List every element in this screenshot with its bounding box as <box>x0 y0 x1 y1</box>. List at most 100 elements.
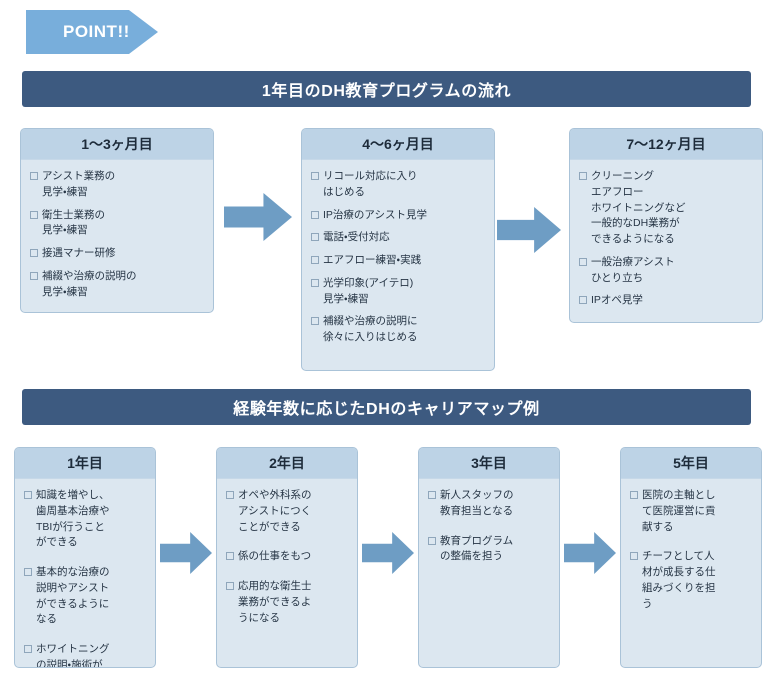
checklist-item: 医院の主軸とし て医院運営に貢 献する <box>630 488 753 535</box>
checklist-item: 基本的な治療の 説明やアシスト ができるように なる <box>24 565 147 628</box>
checkbox-icon[interactable] <box>311 233 319 242</box>
checklist-item-text: IP治療のアシスト見学 <box>323 208 428 221</box>
checkbox-icon[interactable] <box>24 645 32 653</box>
flow-box-months-7-12: 7〜12ヶ月目 クリーニング エアフロー ホワイトニングなど 一般的なDH業務が… <box>569 128 763 323</box>
checklist-item-text: 光学印象(アイテロ) 見学・練習 <box>323 276 414 305</box>
checklist-item-text: IPオペ見学 <box>591 294 643 307</box>
checklist-item: 衛生士業務の 見学・練習 <box>30 208 205 240</box>
checklist-item: リコール対応に入り はじめる <box>311 169 486 201</box>
checklist-item: 補綴や治療の説明に 徐々に入りはじめる <box>311 314 486 346</box>
checkbox-icon[interactable] <box>579 257 587 266</box>
point-banner-label: POINT!! <box>63 22 130 41</box>
checklist-item-text: リコール対応に入り はじめる <box>323 170 418 198</box>
checklist-item: 一般治療アシスト ひとり立ち <box>579 255 754 287</box>
checklist-item-text: チーフとして人 材が成長する仕 組みづくりを担 う <box>642 550 716 610</box>
flow-box-header-label: 5年目 <box>673 455 709 471</box>
arrow-right-icon <box>497 207 561 253</box>
checklist-item: エアフロー練習・実践 <box>311 253 486 269</box>
checklist-item-text: 補綴や治療の説明に 徐々に入りはじめる <box>323 315 418 343</box>
checkbox-icon[interactable] <box>30 249 38 257</box>
checklist-item-text: クリーニング エアフロー ホワイトニングなど 一般的なDH業務が できるようにな… <box>591 170 686 245</box>
flow-box-year-1: 1年目 知識を増やし、 歯周基本治療や TBIが行うこと ができる 基本的な治療… <box>14 447 156 668</box>
checkbox-icon[interactable] <box>30 271 38 280</box>
flow-box-header-label: 7〜12ヶ月目 <box>626 136 706 152</box>
checklist-item: ホワイトニング の説明・施術が できる <box>24 642 147 668</box>
checkbox-icon[interactable] <box>226 582 234 590</box>
checkbox-icon[interactable] <box>579 296 587 305</box>
flow-box-header: 1〜3ヶ月目 <box>21 129 213 160</box>
checklist-item: 補綴や治療の説明の 見学・練習 <box>30 269 205 301</box>
checkbox-icon[interactable] <box>579 172 587 180</box>
checklist-item: 教育プログラム の整備を担う <box>428 534 551 566</box>
checklist-item: 電話・受付対応 <box>311 230 486 246</box>
flow-box-header: 5年目 <box>621 448 761 479</box>
checkbox-icon[interactable] <box>30 172 38 180</box>
checklist-item-text: アシスト業務の 見学・練習 <box>42 170 116 198</box>
flow-box-year-2: 2年目 オペや外科系の アシストにつく ことができる 係の仕事をもつ 応用的な衛… <box>216 447 358 668</box>
checklist-item: 応用的な衛生士 業務ができるよ うになる <box>226 579 349 626</box>
flow-box-body: アシスト業務の 見学・練習 衛生士業務の 見学・練習 接遇マナー研修 補綴や治療… <box>21 160 213 308</box>
checklist-item-text: 医院の主軸とし て医院運営に貢 献する <box>642 489 716 533</box>
flow-box-header: 4〜6ヶ月目 <box>302 129 494 160</box>
flow-box-header-label: 3年目 <box>471 455 507 471</box>
checklist-item: 係の仕事をもつ <box>226 549 349 565</box>
flow-box-header-label: 2年目 <box>269 455 305 471</box>
checklist-item-text: 新人スタッフの 教育担当となる <box>440 489 514 517</box>
checklist-item: 新人スタッフの 教育担当となる <box>428 488 551 520</box>
checkbox-icon[interactable] <box>30 210 38 219</box>
checklist-item-text: ホワイトニング の説明・施術が できる <box>36 643 110 668</box>
arrow-right-icon <box>362 532 414 574</box>
checkbox-icon[interactable] <box>311 278 319 287</box>
flow-box-year-3: 3年目 新人スタッフの 教育担当となる 教育プログラム の整備を担う <box>418 447 560 668</box>
checkbox-icon[interactable] <box>311 210 319 219</box>
flow-box-header: 7〜12ヶ月目 <box>570 129 762 160</box>
checkbox-icon[interactable] <box>24 568 32 576</box>
flow-box-header: 1年目 <box>15 448 155 479</box>
checklist-item-text: 接遇マナー研修 <box>42 247 116 259</box>
checklist-item: クリーニング エアフロー ホワイトニングなど 一般的なDH業務が できるようにな… <box>579 169 754 248</box>
checklist-item-text: 知識を増やし、 歯周基本治療や TBIが行うこと ができる <box>36 489 110 549</box>
flow-box-header: 2年目 <box>217 448 357 479</box>
flow-box-year-5: 5年目 医院の主軸とし て医院運営に貢 献する チーフとして人 材が成長する仕 … <box>620 447 762 668</box>
flow-box-months-4-6: 4〜6ヶ月目 リコール対応に入り はじめる IP治療のアシスト見学 電話・受付対… <box>301 128 495 371</box>
checklist-item-text: エアフロー練習・実践 <box>323 254 422 266</box>
checkbox-icon[interactable] <box>311 317 319 326</box>
flow-box-header-label: 4〜6ヶ月目 <box>362 136 434 152</box>
flow-box-body: リコール対応に入り はじめる IP治療のアシスト見学 電話・受付対応 エアフロー… <box>302 160 494 354</box>
checklist-item: 接遇マナー研修 <box>30 246 205 262</box>
checklist-item-text: 衛生士業務の 見学・練習 <box>42 208 105 237</box>
checklist-item: オペや外科系の アシストにつく ことができる <box>226 488 349 535</box>
arrow-right-icon <box>564 532 616 574</box>
checklist-item: 知識を増やし、 歯周基本治療や TBIが行うこと ができる <box>24 488 147 551</box>
checkbox-icon[interactable] <box>630 491 638 499</box>
checkbox-icon[interactable] <box>226 552 234 561</box>
arrow-right-icon <box>224 193 292 241</box>
checkbox-icon[interactable] <box>24 491 32 499</box>
flow-box-months-1-3: 1〜3ヶ月目 アシスト業務の 見学・練習 衛生士業務の 見学・練習 接遇マナー研… <box>20 128 214 313</box>
checklist-item-text: 教育プログラム の整備を担う <box>440 534 514 563</box>
flow-box-header: 3年目 <box>419 448 559 479</box>
checkbox-icon[interactable] <box>428 536 436 545</box>
checkbox-icon[interactable] <box>428 491 436 499</box>
section-banner-career-map: 経験年数に応じたDHのキャリアマップ例 <box>22 389 751 425</box>
checkbox-icon[interactable] <box>311 172 319 180</box>
checklist-item-text: 補綴や治療の説明の 見学・練習 <box>42 269 137 298</box>
arrow-right-icon <box>160 532 212 574</box>
point-banner: POINT!! <box>26 10 158 54</box>
flow-box-body: 新人スタッフの 教育担当となる 教育プログラム の整備を担う <box>419 479 559 587</box>
section-banner-education-program: 1年目のDH教育プログラムの流れ <box>22 71 751 107</box>
flow-box-body: オペや外科系の アシストにつく ことができる 係の仕事をもつ 応用的な衛生士 業… <box>217 479 357 648</box>
flow-box-header-label: 1〜3ヶ月目 <box>81 136 153 152</box>
flow-box-body: 知識を増やし、 歯周基本治療や TBIが行うこと ができる 基本的な治療の 説明… <box>15 479 155 668</box>
flow-box-body: クリーニング エアフロー ホワイトニングなど 一般的なDH業務が できるようにな… <box>570 160 762 317</box>
checklist-item-text: 係の仕事をもつ <box>238 550 312 563</box>
checkbox-icon[interactable] <box>630 552 638 561</box>
checklist-item-text: オペや外科系の アシストにつく ことができる <box>238 489 312 533</box>
checklist-item: IP治療のアシスト見学 <box>311 208 486 224</box>
checklist-item-text: 一般治療アシスト ひとり立ち <box>591 255 675 284</box>
checkbox-icon[interactable] <box>226 491 234 499</box>
flow-box-header-label: 1年目 <box>67 455 103 471</box>
checklist-item-text: 基本的な治療の 説明やアシスト ができるように なる <box>36 566 110 626</box>
section-title: 経験年数に応じたDHのキャリアマップ例 <box>233 401 540 418</box>
checkbox-icon[interactable] <box>311 256 319 264</box>
